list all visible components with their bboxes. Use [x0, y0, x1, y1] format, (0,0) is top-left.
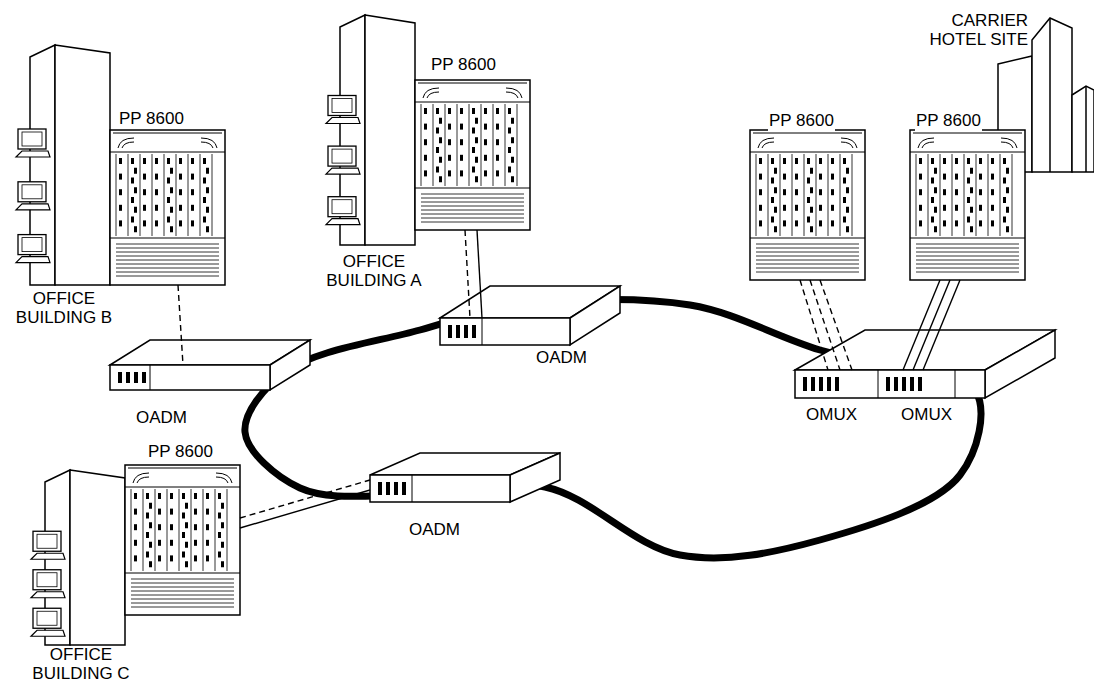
site-label: CARRIER HOTEL SITE — [925, 10, 1094, 172]
switch-chassis: PP 8600 — [125, 443, 240, 615]
fibre-link — [923, 280, 960, 370]
office-building: OFFICE BUILDING A — [315, 15, 430, 293]
node-label: OADM — [135, 409, 188, 428]
office-tower-drawing — [326, 15, 415, 245]
fibre-link — [477, 230, 482, 318]
oadm-device: OADM — [110, 365, 270, 431]
chassis-drawing — [415, 80, 530, 230]
network-box-drawing — [370, 453, 560, 502]
omux-device: OMUX — [795, 370, 878, 427]
switch-chassis: PP 8600 — [415, 56, 530, 230]
chassis-drawing — [910, 130, 1025, 280]
node-label: PP 8600 — [768, 112, 835, 131]
fibre-link — [903, 280, 940, 370]
node-label: OFFICE BUILDING C — [29, 646, 133, 683]
node-label: PP 8600 — [430, 56, 497, 75]
switch-chassis: PP 8600 — [750, 112, 865, 280]
chassis-drawing — [125, 465, 240, 615]
node-label: OMUX — [805, 406, 858, 425]
node-label: OFFICE BUILDING A — [322, 253, 426, 290]
chassis-drawing — [750, 130, 865, 280]
node-label: PP 8600 — [147, 443, 214, 462]
chassis-drawing — [110, 130, 225, 285]
switch-chassis: PP 8600 — [910, 112, 1025, 280]
network-box-drawing — [440, 286, 620, 345]
fibre-link — [913, 280, 950, 370]
dashed-fibre-link — [820, 280, 852, 370]
node-label: OADM — [408, 521, 461, 540]
network-box-drawing — [110, 340, 310, 390]
office-tower-drawing — [31, 470, 125, 645]
office-tower-drawing — [16, 45, 110, 285]
node-label: PP 8600 — [915, 112, 982, 131]
switch-chassis: PP 8600 — [110, 110, 225, 285]
oadm-device: OADM — [370, 475, 510, 543]
node-label: OMUX — [900, 406, 953, 425]
omux-device: OMUX — [878, 370, 985, 427]
oadm-device: OADM — [440, 318, 590, 370]
dashed-fibre-link — [465, 230, 470, 318]
dashed-fibre-link — [178, 285, 183, 365]
node-label: OFFICE BUILDING B — [12, 290, 116, 327]
office-building: OFFICE BUILDING B — [10, 40, 118, 332]
node-label: OADM — [535, 349, 588, 368]
dashed-fibre-link — [240, 480, 370, 518]
fibre-link — [240, 490, 370, 528]
node-label: CARRIER HOTEL SITE — [925, 12, 1029, 49]
node-label: PP 8600 — [118, 110, 185, 129]
office-building: OFFICE BUILDING C — [25, 462, 135, 686]
